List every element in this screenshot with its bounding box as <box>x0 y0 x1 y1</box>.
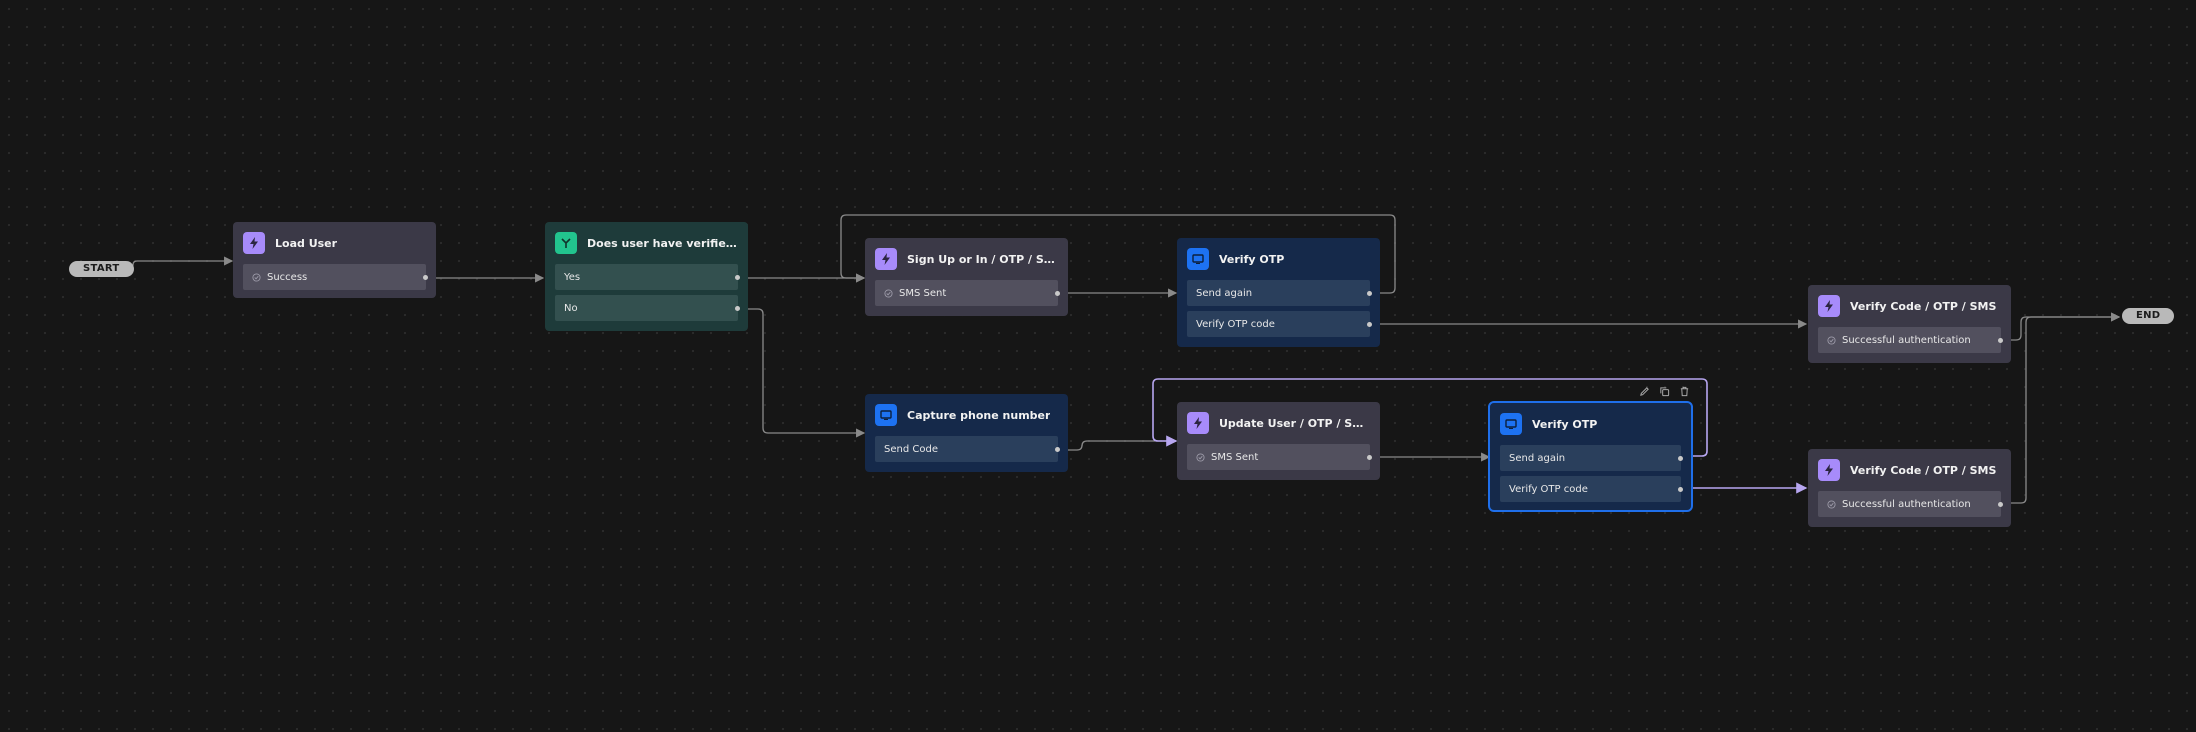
node-title: Load User <box>275 236 338 250</box>
node-load-user[interactable]: Load User Success <box>233 222 436 298</box>
node-sign-up-or-in[interactable]: Sign Up or In / OTP / SMS SMS Sent <box>865 238 1068 316</box>
output-port[interactable] <box>1998 501 2003 507</box>
node-condition-verified-phone[interactable]: Does user have verified phone... Yes No <box>545 222 748 331</box>
edge-verifycode2-end <box>2004 312 2121 504</box>
edge-send-again-loop-2 <box>1152 378 1708 457</box>
check-circle-icon <box>252 272 261 282</box>
node-title: Verify Code / OTP / SMS <box>1850 299 1997 313</box>
edge-no-capture <box>739 308 866 438</box>
branch-icon <box>555 232 577 254</box>
trash-icon[interactable] <box>1679 386 1690 397</box>
outcome-send-code[interactable]: Send Code <box>875 436 1060 462</box>
output-port[interactable] <box>1367 321 1372 327</box>
node-verify-otp-2[interactable]: Verify OTP Send again Verify OTP code <box>1488 401 1693 512</box>
bolt-icon <box>243 232 265 254</box>
row-label: Send Code <box>884 443 938 455</box>
check-circle-icon <box>1196 452 1205 462</box>
branch-yes[interactable]: Yes <box>555 264 740 290</box>
outcome-send-again[interactable]: Send again <box>1500 445 1683 471</box>
edge-verifycode1-end <box>2004 312 2121 341</box>
output-port[interactable] <box>1055 446 1060 452</box>
output-port[interactable] <box>735 274 740 280</box>
output-port[interactable] <box>1678 486 1683 492</box>
start-terminal[interactable]: START <box>69 261 134 277</box>
node-update-user[interactable]: Update User / OTP / SMS SMS Sent <box>1177 402 1380 480</box>
edge-capture-update <box>1059 436 1178 451</box>
row-label: Send again <box>1196 287 1253 299</box>
row-label: Successful authentication <box>1842 334 1971 346</box>
branch-no[interactable]: No <box>555 295 740 321</box>
output-port[interactable] <box>423 274 428 280</box>
check-circle-icon <box>1827 499 1836 509</box>
node-toolbar <box>1639 386 1690 397</box>
node-title: Sign Up or In / OTP / SMS <box>907 252 1058 266</box>
output-port[interactable] <box>1998 337 2003 343</box>
edge-send-again-loop-1 <box>840 214 1396 294</box>
copy-icon[interactable] <box>1659 386 1670 397</box>
node-title: Update User / OTP / SMS <box>1219 416 1370 430</box>
node-title: Capture phone number <box>907 408 1051 422</box>
output-port[interactable] <box>1678 455 1683 461</box>
row-label: Success <box>267 271 308 283</box>
node-verify-otp-1[interactable]: Verify OTP Send again Verify OTP code <box>1177 238 1380 347</box>
outcome-successful-authentication[interactable]: Successful authentication <box>1818 327 2003 353</box>
edge-start-load-user <box>121 256 234 270</box>
outcome-send-again[interactable]: Send again <box>1187 280 1372 306</box>
node-capture-phone-number[interactable]: Capture phone number Send Code <box>865 394 1068 472</box>
row-label: Send again <box>1509 452 1566 464</box>
pencil-icon[interactable] <box>1639 386 1650 397</box>
node-verify-code-1[interactable]: Verify Code / OTP / SMS Successful authe… <box>1808 285 2011 363</box>
bolt-icon <box>1187 412 1209 434</box>
check-circle-icon <box>884 288 893 298</box>
bolt-icon <box>1818 295 1840 317</box>
output-port[interactable] <box>1055 290 1060 296</box>
end-terminal[interactable]: END <box>2122 308 2175 324</box>
row-label: No <box>564 302 578 314</box>
node-verify-code-2[interactable]: Verify Code / OTP / SMS Successful authe… <box>1808 449 2011 527</box>
output-port[interactable] <box>735 305 740 311</box>
row-label: Successful authentication <box>1842 498 1971 510</box>
screen-icon <box>1500 413 1522 435</box>
screen-icon <box>1187 248 1209 270</box>
outcome-verify-otp-code[interactable]: Verify OTP code <box>1187 311 1372 337</box>
node-title: Does user have verified phone... <box>587 236 738 250</box>
outcome-verify-otp-code[interactable]: Verify OTP code <box>1500 476 1683 502</box>
check-circle-icon <box>1827 335 1836 345</box>
outcome-successful-authentication[interactable]: Successful authentication <box>1818 491 2003 517</box>
row-label: Verify OTP code <box>1509 483 1588 495</box>
node-title: Verify OTP <box>1532 417 1598 431</box>
node-title: Verify OTP <box>1219 252 1285 266</box>
output-port[interactable] <box>1367 290 1372 296</box>
screen-icon <box>875 404 897 426</box>
row-label: SMS Sent <box>1211 451 1259 463</box>
outcome-success[interactable]: Success <box>243 264 428 290</box>
row-label: Verify OTP code <box>1196 318 1275 330</box>
node-title: Verify Code / OTP / SMS <box>1850 463 1997 477</box>
bolt-icon <box>1818 459 1840 481</box>
outcome-sms-sent[interactable]: SMS Sent <box>875 280 1060 306</box>
row-label: SMS Sent <box>899 287 947 299</box>
output-port[interactable] <box>1367 454 1372 460</box>
bolt-icon <box>875 248 897 270</box>
row-label: Yes <box>564 271 581 283</box>
outcome-sms-sent[interactable]: SMS Sent <box>1187 444 1372 470</box>
